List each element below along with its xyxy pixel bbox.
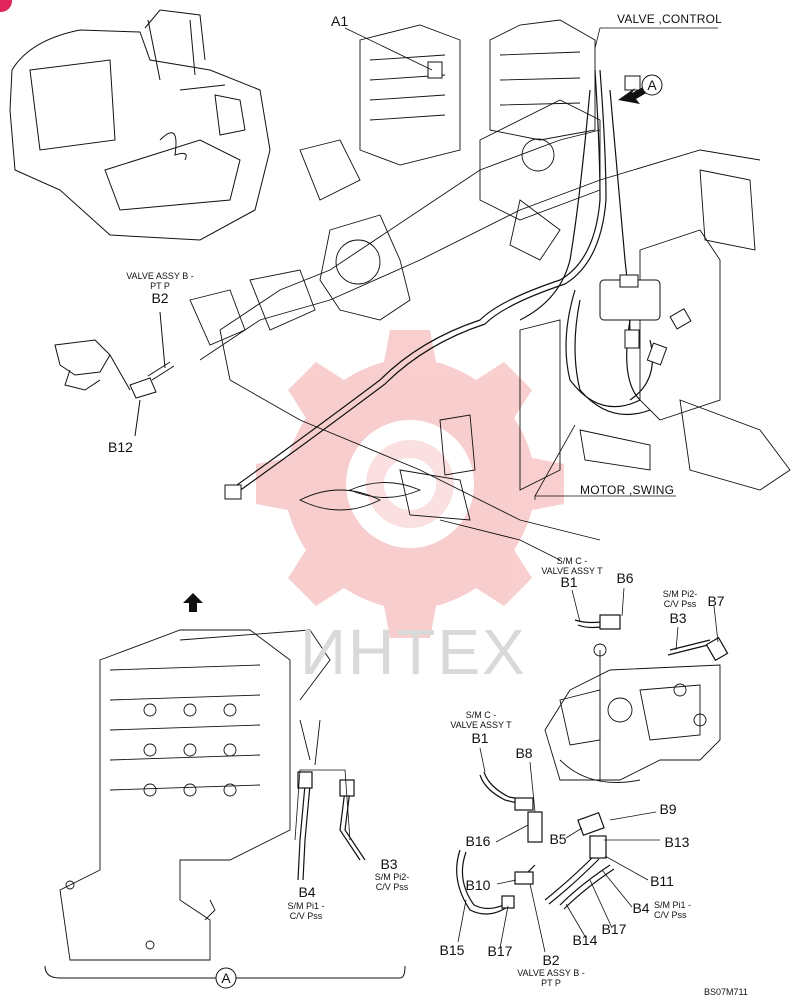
label-b3-right: B3 xyxy=(669,610,687,626)
drawing-code: BS07M711 xyxy=(704,987,748,997)
label-b8: B8 xyxy=(515,745,533,761)
label-b13: B13 xyxy=(664,834,690,850)
label-b6: B6 xyxy=(616,570,634,586)
label-motor-swing: MOTOR ,SWING xyxy=(580,483,675,497)
watermark-gear-icon xyxy=(256,330,564,638)
label-b3-left: B3 xyxy=(380,856,398,872)
leader-lines-lower xyxy=(457,587,719,953)
view-a-arrow-icon xyxy=(618,74,663,104)
label-b4-desc-left: S/M Pi1 -C/V Pss xyxy=(287,901,325,921)
label-view-a-bottom: A xyxy=(221,970,231,986)
excavator-overview-icon xyxy=(9,9,271,241)
label-valve-control: VALVE ,CONTROL xyxy=(617,12,723,26)
label-b1-desc-mid: S/M C -VALVE ASSY T xyxy=(450,710,512,730)
label-b1-desc-right: S/M C -VALVE ASSY T xyxy=(541,556,603,576)
label-a1: A1 xyxy=(331,13,349,29)
label-b16: B16 xyxy=(465,833,491,849)
label-b4-left: B4 xyxy=(298,884,316,900)
frame-structure-icon xyxy=(189,19,791,561)
label-b12: B12 xyxy=(108,439,133,455)
label-b7: B7 xyxy=(707,593,725,609)
label-b2-desc-top: VALVE ASSY B -PT P xyxy=(126,271,194,291)
hoses-upper-icon xyxy=(229,69,654,495)
label-b4-right: B4 xyxy=(632,900,650,916)
label-b2-desc-bottom: VALVE ASSY B -PT P xyxy=(517,968,585,988)
watermark-text: ИНТЕХ xyxy=(300,616,527,688)
label-b4-desc-right: S/M Pi1 -C/V Pss xyxy=(654,900,692,920)
swing-motor-fittings-icon xyxy=(224,61,692,500)
label-b2-top: B2 xyxy=(151,290,169,306)
label-b5: B5 xyxy=(549,831,567,847)
b-series-hoses-icon xyxy=(456,614,729,915)
leader-lines-upper xyxy=(344,27,718,500)
label-b10: B10 xyxy=(465,877,491,893)
swing-motor-lower-icon xyxy=(544,643,721,783)
label-b15: B15 xyxy=(439,942,465,958)
label-b14: B14 xyxy=(572,932,598,948)
label-b2-bottom: B2 xyxy=(542,952,560,968)
view-a-bracket xyxy=(44,965,406,989)
label-b1-right: B1 xyxy=(560,574,578,590)
label-b11: B11 xyxy=(650,873,674,889)
label-b3-desc-left: S/M Pi2-C/V Pss xyxy=(374,872,410,892)
b3-b4-hoses-lower-icon xyxy=(294,769,366,881)
label-b9: B9 xyxy=(659,801,677,817)
b12-fitting-detail-icon xyxy=(54,311,175,437)
label-b1-mid: B1 xyxy=(471,730,489,746)
control-valve-lower-icon xyxy=(59,629,331,961)
label-b17-left: B17 xyxy=(487,943,513,959)
arrow-up-icon xyxy=(183,593,203,612)
label-b17-right: B17 xyxy=(601,921,627,937)
label-view-a-top: A xyxy=(647,77,657,93)
label-b3-desc-right: S/M Pi2-C/V Pss xyxy=(662,589,698,609)
